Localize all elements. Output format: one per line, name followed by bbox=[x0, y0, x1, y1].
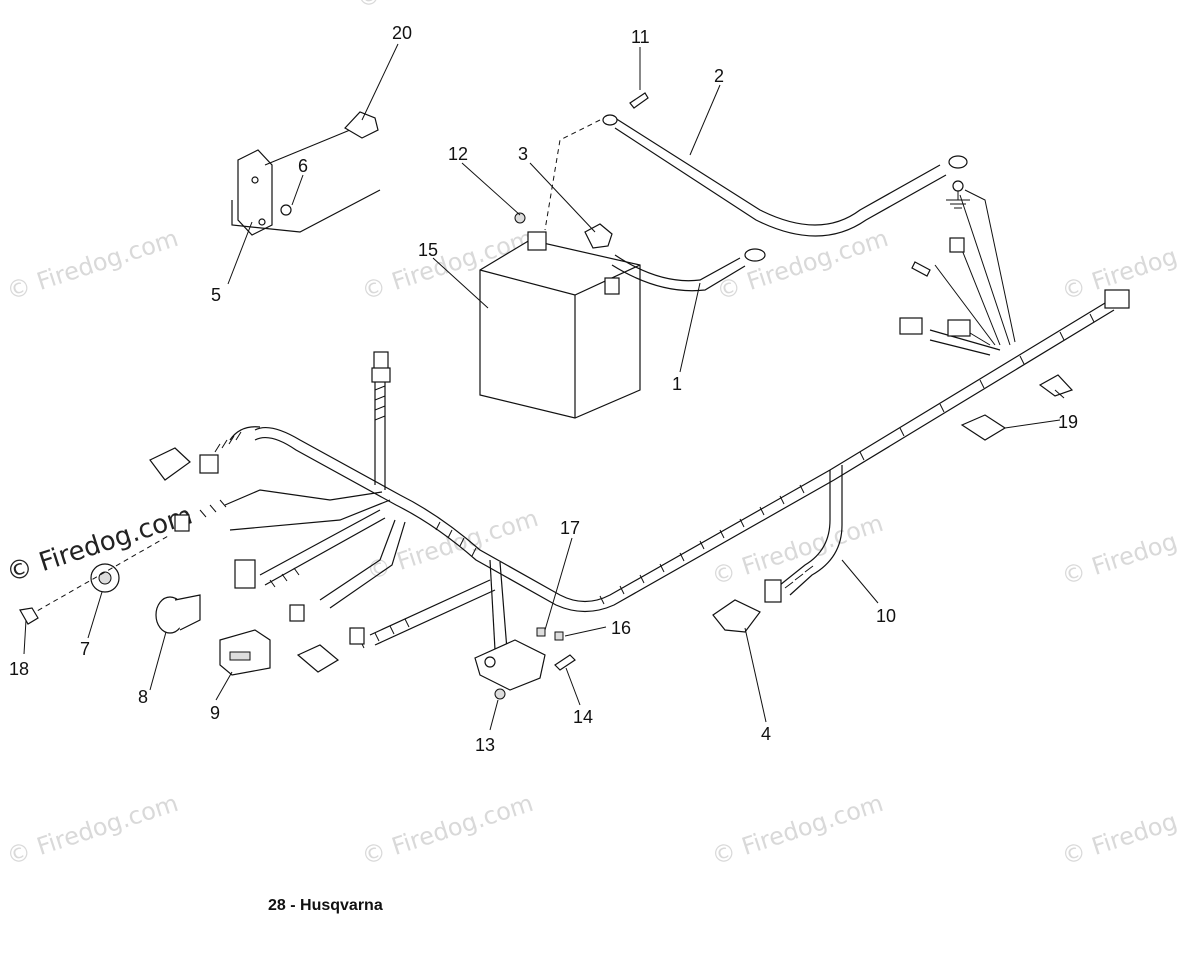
callout-13: 13 bbox=[475, 735, 495, 755]
callout-8: 8 bbox=[138, 687, 148, 707]
callout-4: 4 bbox=[761, 724, 771, 744]
callout-3: 3 bbox=[518, 144, 528, 164]
watermark: © Firedog.com bbox=[3, 224, 181, 306]
watermarks: © Firedog.com © Firedog.com © Firedog.co… bbox=[3, 0, 1180, 871]
callout-7: 7 bbox=[80, 639, 90, 659]
watermark: © Firedog.com bbox=[713, 224, 891, 306]
ground-symbol bbox=[946, 180, 970, 209]
connectors bbox=[149, 237, 1130, 673]
callout-10: 10 bbox=[876, 606, 896, 626]
leader-lines bbox=[23, 43, 1065, 731]
callout-2: 2 bbox=[714, 66, 724, 86]
key-18 bbox=[19, 607, 39, 625]
watermark: © Firedog.com bbox=[353, 0, 531, 14]
battery bbox=[479, 231, 641, 419]
watermark: © Firedog.com bbox=[358, 789, 536, 871]
watermark: © Firedog.com bbox=[1058, 509, 1180, 591]
callout-6: 6 bbox=[298, 156, 308, 176]
relay-4 bbox=[712, 599, 761, 633]
callout-12: 12 bbox=[448, 144, 468, 164]
main-harness bbox=[199, 189, 1115, 651]
terminal-boot bbox=[584, 223, 613, 249]
clip-19a bbox=[960, 414, 1007, 441]
nut-12 bbox=[514, 212, 526, 224]
callout-17: 17 bbox=[560, 518, 580, 538]
watermark: © Firedog.com bbox=[3, 789, 181, 871]
part-8-light bbox=[155, 594, 201, 634]
watermark: © Firedog.com bbox=[363, 504, 541, 586]
clip-17 bbox=[536, 627, 546, 637]
callout-20: 20 bbox=[392, 23, 412, 43]
battery-cable-1 bbox=[584, 223, 766, 292]
page-caption: 28 - Husqvarna bbox=[268, 897, 383, 914]
clip-16 bbox=[554, 631, 564, 641]
grommet-20 bbox=[344, 111, 379, 139]
callout-18: 18 bbox=[9, 659, 29, 679]
mount-bracket bbox=[474, 627, 576, 700]
callout-9: 9 bbox=[210, 703, 220, 723]
watermark: © Firedog.com bbox=[1058, 789, 1180, 871]
callout-11: 11 bbox=[631, 27, 650, 47]
ground-cable-2 bbox=[544, 114, 968, 237]
nut-13 bbox=[494, 688, 506, 700]
switch-plug bbox=[149, 447, 191, 481]
clip-19b bbox=[1038, 374, 1074, 397]
callout-19: 19 bbox=[1058, 412, 1078, 432]
screw-14 bbox=[554, 654, 576, 671]
callout-14: 14 bbox=[573, 707, 593, 727]
callout-labels: 1 2 3 4 5 6 7 8 9 10 11 12 13 14 15 16 1… bbox=[9, 23, 1078, 755]
callout-16: 16 bbox=[611, 618, 631, 638]
ignition-switch bbox=[29, 534, 171, 616]
screw-11 bbox=[629, 92, 649, 109]
callout-15: 15 bbox=[418, 240, 438, 260]
callout-5: 5 bbox=[211, 285, 221, 305]
callout-1: 1 bbox=[672, 374, 682, 394]
watermark: © Firedog.com bbox=[708, 789, 886, 871]
bracket-assembly bbox=[231, 111, 381, 236]
